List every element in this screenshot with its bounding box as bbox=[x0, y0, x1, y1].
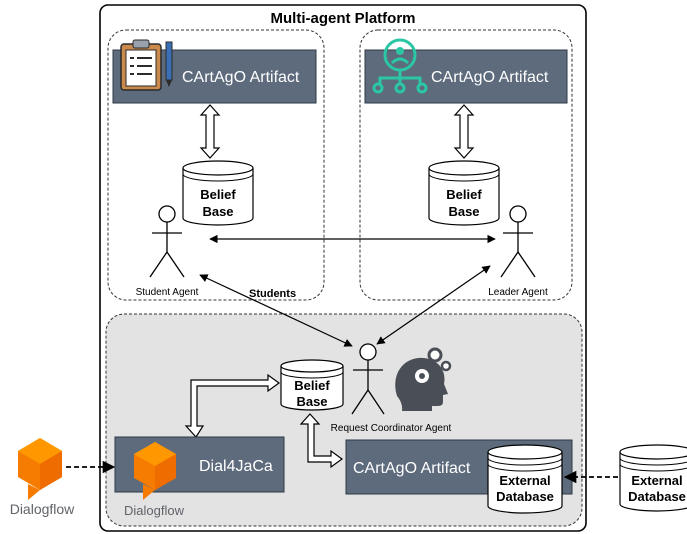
student-agent-figure bbox=[149, 205, 185, 278]
leader-agent-figure bbox=[500, 205, 536, 278]
outer-db-line1: External bbox=[631, 473, 682, 488]
dial4jaca-logo-text: Dialogflow bbox=[124, 503, 185, 518]
leader-agent-region bbox=[359, 29, 573, 301]
leader-belief-line1: Belief bbox=[446, 187, 482, 202]
inner-db-line2: Database bbox=[496, 489, 554, 504]
student-agent-label: Student Agent bbox=[136, 287, 199, 298]
coordinator-belief-base: Belief Base bbox=[280, 359, 344, 411]
clipboard-icon bbox=[120, 39, 173, 91]
platform-title: Multi-agent Platform bbox=[271, 10, 416, 27]
student-artifact-label: CArtAgO Artifact bbox=[182, 69, 300, 86]
coordinator-belief-line1: Belief bbox=[294, 378, 330, 393]
belief-artifact-link bbox=[299, 413, 344, 469]
student-belief-line2: Base bbox=[202, 204, 233, 219]
student-artifact-belief-link bbox=[199, 104, 221, 159]
leader-agent-label: Leader Agent bbox=[488, 287, 548, 298]
leader-belief-base: Belief Base bbox=[428, 160, 500, 226]
dial4jaca-belief-link bbox=[184, 373, 281, 438]
student-belief-line1: Belief bbox=[200, 187, 236, 202]
dial4jaca-label: Dial4JaCa bbox=[199, 458, 273, 475]
leader-artifact-label: CArtAgO Artifact bbox=[431, 69, 549, 86]
coordinator-agent-label: Request Coordinator Agent bbox=[331, 423, 452, 434]
gear-head-icon bbox=[395, 347, 452, 411]
dialogflow-logo-icon bbox=[134, 442, 176, 500]
leader-artifact-belief-link bbox=[453, 104, 475, 159]
student-coordinator-arrow bbox=[199, 274, 353, 347]
leader-coordinator-arrow bbox=[376, 265, 491, 345]
outer-db-line2: Database bbox=[628, 489, 686, 504]
student-belief-base: Belief Base bbox=[182, 160, 254, 226]
dialogflow-left-logo-icon bbox=[18, 438, 62, 500]
students-edge-label: Students bbox=[249, 288, 296, 300]
inner-db-line1: External bbox=[499, 473, 550, 488]
outer-external-database: External Database bbox=[619, 444, 687, 512]
inner-external-database: External Database bbox=[487, 444, 563, 514]
dialogflow-left-label: Dialogflow bbox=[10, 501, 75, 517]
network-hub-icon bbox=[372, 38, 428, 94]
leader-belief-line2: Base bbox=[448, 204, 479, 219]
coordinator-agent-figure bbox=[351, 343, 385, 415]
coordinator-belief-line2: Base bbox=[296, 394, 327, 409]
coordinator-artifact-label: CArtAgO Artifact bbox=[353, 460, 471, 477]
